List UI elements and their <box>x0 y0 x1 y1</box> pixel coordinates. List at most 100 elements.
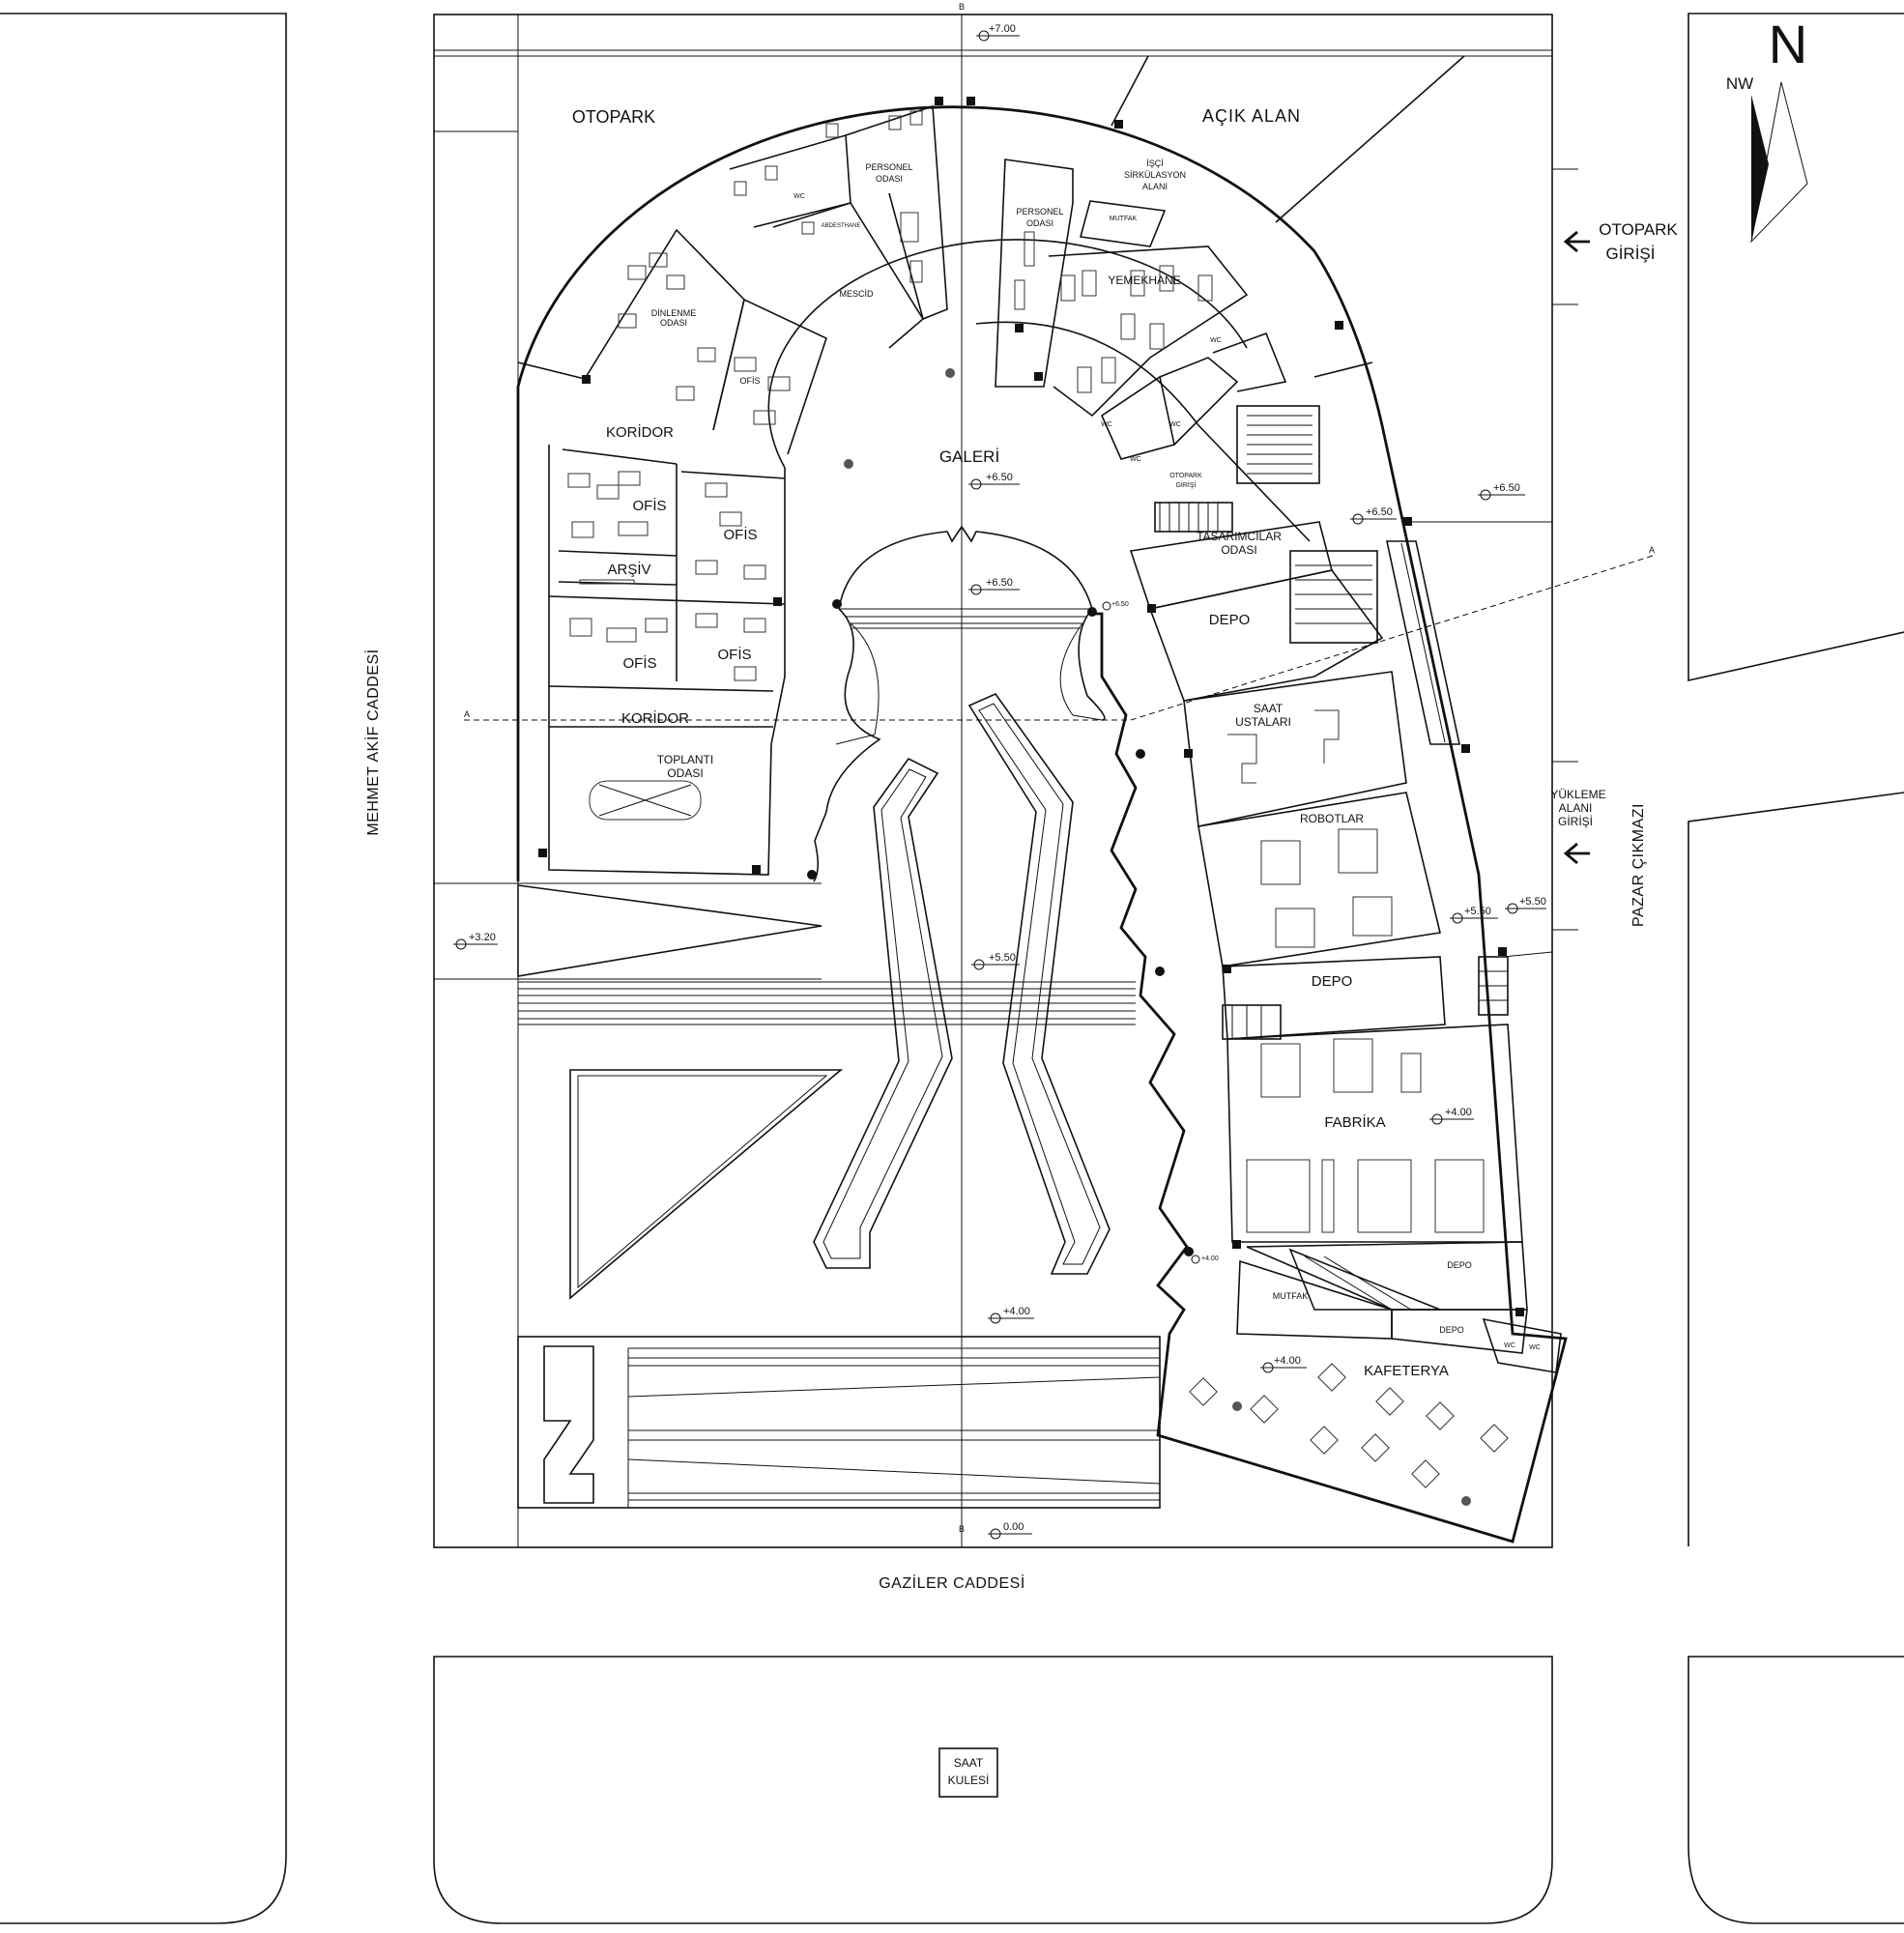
elev-east2-text: +6.50 <box>1493 482 1520 494</box>
elev-small-text: +6.50 <box>1111 601 1129 608</box>
section-mark-b-bottom: B <box>959 1524 965 1534</box>
label-arsiv: ARŞİV <box>607 561 650 578</box>
label-wc-4: WC <box>1130 456 1141 463</box>
southeast-block <box>1688 1656 1904 1924</box>
label-ofis-small: OFİS <box>739 376 760 386</box>
label-otopark-giris-2: GİRİŞİ <box>1175 480 1196 489</box>
depo-upper <box>1148 569 1384 702</box>
north-letter: N <box>1769 14 1807 74</box>
walkway-right <box>967 693 1111 1275</box>
inner-arc <box>767 239 1248 469</box>
stairs-otopark <box>1154 502 1233 533</box>
label-toplanti-1: TOPLANTI <box>657 753 713 766</box>
label-wc-5: WC <box>1169 421 1181 428</box>
east-block-lower <box>1688 792 1904 1546</box>
entrance-loading: YÜKLEME ALANI GİRİŞİ <box>1550 788 1606 865</box>
label-acik-alan: AÇIK ALAN <box>1202 106 1301 126</box>
label-personel-e2: ODASI <box>1026 218 1053 228</box>
label-robotlar: ROBOTLAR <box>1300 812 1364 825</box>
acik-alan-diagonal-2 <box>1111 55 1149 127</box>
office-wing <box>548 445 786 876</box>
elev-kafe-text: +4.00 <box>1274 1355 1301 1367</box>
label-tasarimcilar-1: TASARIMCILAR <box>1197 530 1282 543</box>
label-ofis-3: OFİS <box>622 654 656 672</box>
walkway-left-inner <box>822 768 943 1259</box>
fabrika-machines <box>1246 1038 1485 1233</box>
section-line-a-2 <box>1130 555 1654 721</box>
label-depo-2: DEPO <box>1312 973 1353 990</box>
walkway-right-inner <box>978 703 1101 1265</box>
elev-mutfak: +4.00 <box>1191 1255 1219 1264</box>
label-mutfak-upper: MUTFAK <box>1110 216 1138 222</box>
entrance-parking-line2: GİRİŞİ <box>1605 245 1655 263</box>
fabrika-room <box>1226 1024 1523 1243</box>
label-otopark-giris-1: OTOPARK <box>1169 473 1202 479</box>
east-block-upper <box>1688 13 1904 681</box>
stripes-middle <box>518 981 1136 1025</box>
columns <box>538 97 1524 1506</box>
elev-east1-text: +6.50 <box>1366 506 1393 518</box>
label-depo-3: DEPO <box>1447 1260 1472 1270</box>
lower-stairs <box>1288 1248 1441 1311</box>
label-toplanti-2: ODASI <box>667 766 703 780</box>
depo-stairs <box>1289 550 1378 644</box>
acik-alan-diagonal-1 <box>1275 55 1465 223</box>
label-wc-2: WC <box>1210 337 1222 344</box>
street-east: PAZAR ÇIKMAZI <box>1630 803 1647 927</box>
east-ramp-inner <box>1400 542 1446 743</box>
saat-kulesi-line1: SAAT <box>954 1756 984 1770</box>
label-wc-1: WC <box>793 193 805 200</box>
yemekhane-furniture <box>1014 231 1213 393</box>
elev-west: +3.20 <box>453 932 498 950</box>
wall-koridor-1 <box>548 685 774 692</box>
label-mutfak-lower: MUTFAK <box>1273 1291 1309 1301</box>
elev-plaza-text: +4.00 <box>1003 1306 1030 1317</box>
triangle-planter-large <box>569 1069 844 1300</box>
saat-furniture <box>1227 709 1340 784</box>
entrance-loading-line1: YÜKLEME <box>1550 788 1605 801</box>
walkway-left <box>813 757 953 1269</box>
office-furniture <box>567 471 766 681</box>
label-saat-2: USTALARI <box>1235 715 1291 729</box>
elev-bottom: 0.00 <box>988 1521 1032 1540</box>
label-personel-w1: PERSONEL <box>865 162 912 172</box>
elev-center: +6.50 <box>968 577 1020 595</box>
personel-west <box>845 104 948 321</box>
north-arrow-light <box>1750 81 1808 244</box>
mutfak-upper <box>1079 200 1167 247</box>
wc-west <box>729 133 851 228</box>
arrow-left-icon <box>1563 230 1590 253</box>
label-depo-1: DEPO <box>1209 612 1251 628</box>
elev-robot: +5.50 <box>1450 906 1498 924</box>
elev-east1: +6.50 <box>1350 506 1397 525</box>
elev-galeri-text: +6.50 <box>986 472 1013 483</box>
elev-top: +7.00 <box>976 23 1020 42</box>
landscape-elements <box>517 884 1161 1509</box>
triangle-planter-large-inner <box>577 1075 828 1289</box>
depo-middle-stairs <box>1222 956 1509 1040</box>
elev-middle: +5.50 <box>971 952 1020 970</box>
surrounding-blocks <box>0 13 1904 1924</box>
label-otopark: OTOPARK <box>572 107 655 127</box>
label-ofis-1: OFİS <box>632 497 666 514</box>
section-mark-a-left: A <box>464 709 470 719</box>
dinlenme-furniture <box>618 252 791 425</box>
personel-east <box>995 159 1074 388</box>
saat-ustalari-room <box>1183 671 1407 827</box>
elev-fabrika: +4.00 <box>1429 1107 1474 1125</box>
label-dinlenme-1: DİNLENME <box>651 308 697 318</box>
wc-east-2 <box>1159 357 1239 446</box>
elev-mutfak-text: +4.00 <box>1201 1255 1219 1262</box>
wall-koridor-ring <box>517 361 586 380</box>
label-depo-4: DEPO <box>1439 1325 1464 1335</box>
label-koridor-upper: KORİDOR <box>606 423 674 441</box>
elev-small: +6.50 <box>1102 601 1129 611</box>
triangle-planter-top <box>517 884 822 977</box>
elev-center-text: +6.50 <box>986 577 1013 589</box>
meeting-table <box>589 780 702 821</box>
label-tasarimcilar-2: ODASI <box>1221 543 1256 557</box>
section-mark-b-top: B <box>959 2 965 12</box>
elev-plaza: +4.00 <box>988 1306 1034 1324</box>
depo-kafe <box>1391 1309 1528 1354</box>
